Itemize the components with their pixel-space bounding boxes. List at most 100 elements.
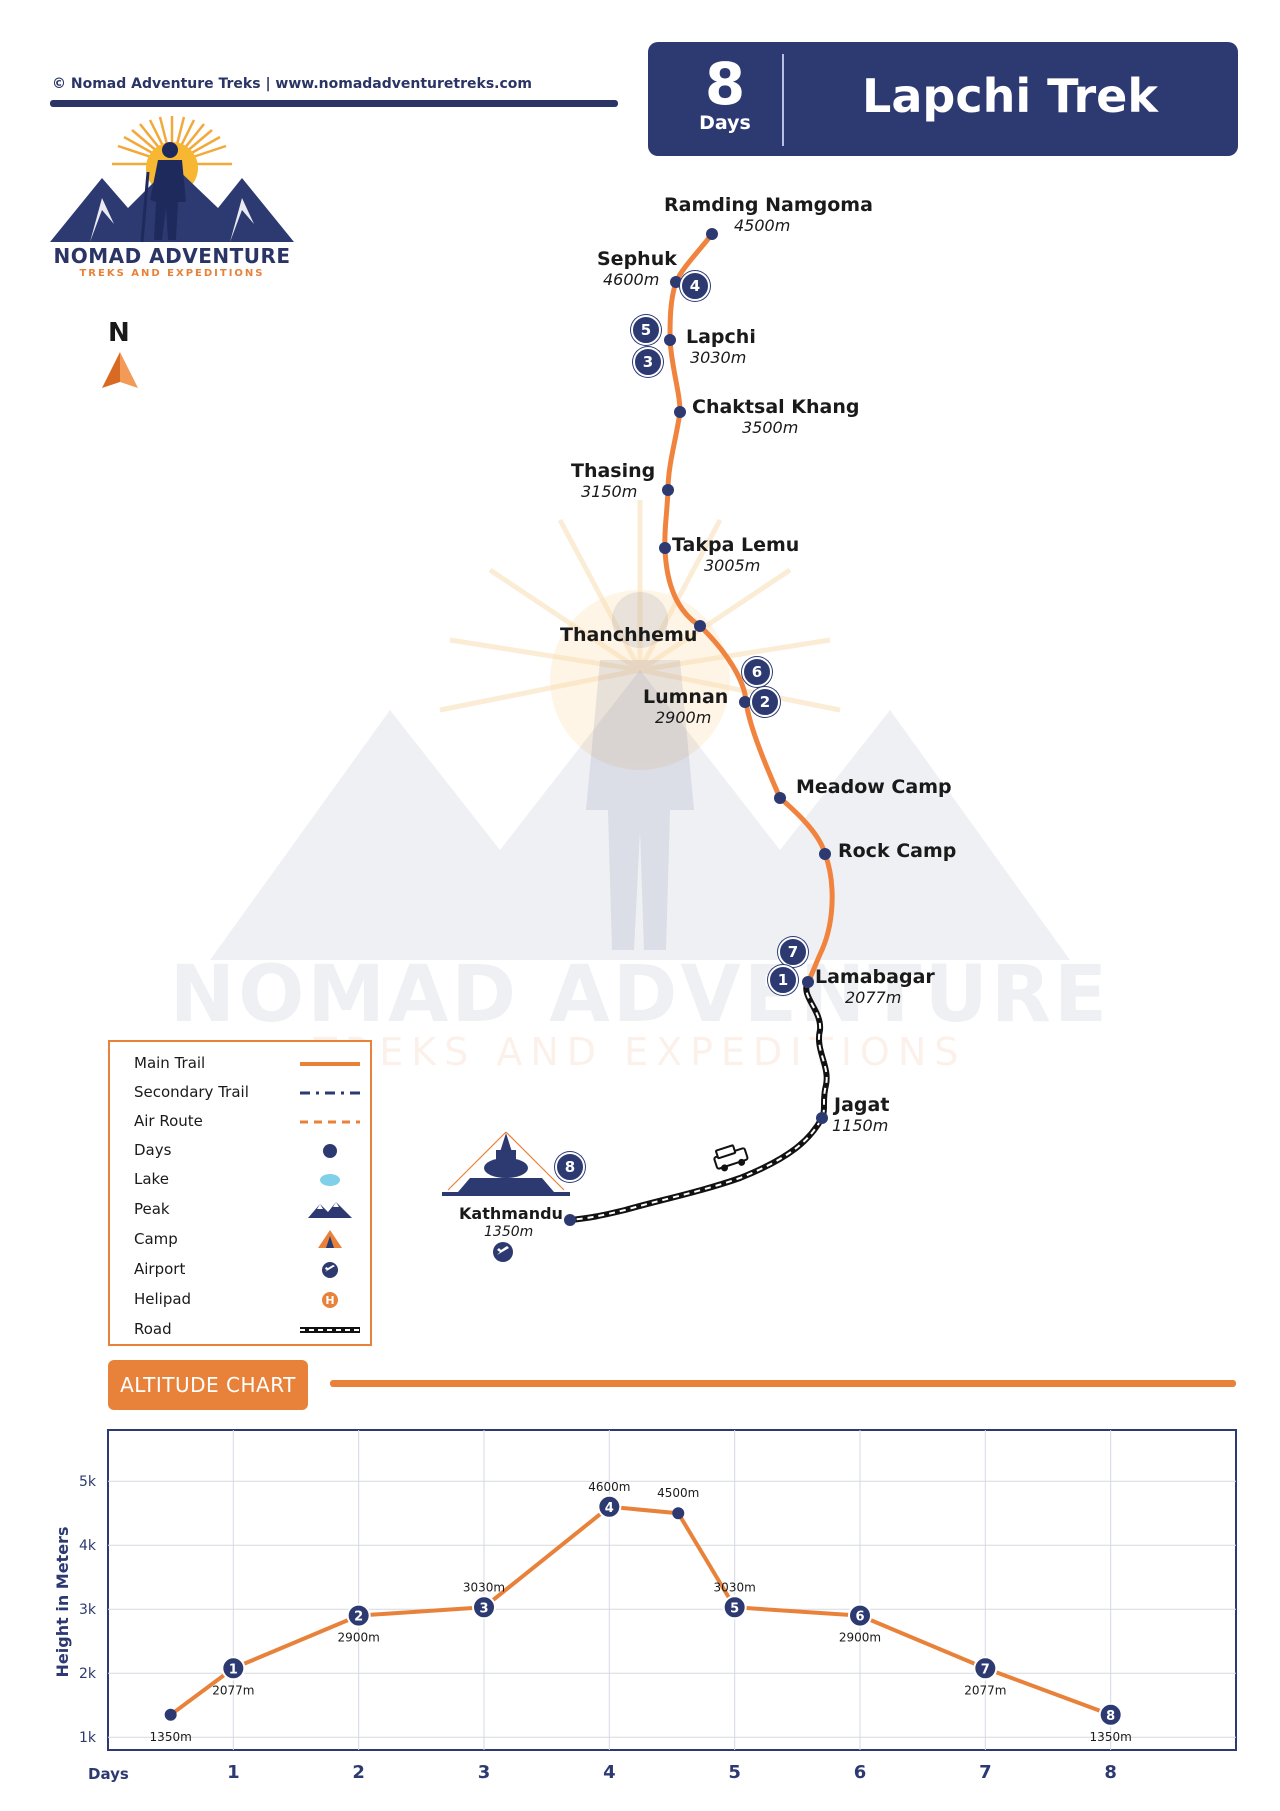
chart-day-marker bbox=[346, 1603, 371, 1628]
legend-label-main-trail: Main Trail bbox=[134, 1054, 206, 1072]
watermark-emblem bbox=[210, 500, 1070, 960]
title-divider bbox=[782, 54, 784, 146]
chart-data-label: 2077m bbox=[212, 1683, 254, 1697]
chart-day-number: 6 bbox=[855, 1610, 864, 1625]
y-tick-label: 2k bbox=[79, 1666, 97, 1682]
days-label: Days bbox=[699, 112, 751, 134]
day-dots bbox=[564, 228, 831, 1226]
day-badge-2: 2 bbox=[750, 687, 780, 717]
place-lapchi: Lapchi bbox=[686, 326, 756, 348]
chart-day-number: 7 bbox=[981, 1662, 990, 1677]
chart-day-marker bbox=[597, 1494, 622, 1519]
airport-plane-icon bbox=[322, 1262, 338, 1278]
x-tick-label: 3 bbox=[478, 1762, 491, 1783]
y-tick-label: 5k bbox=[79, 1474, 97, 1490]
logo-tagline: TREKS AND EXPEDITIONS bbox=[79, 268, 265, 279]
alt-kathmandu: 1350m bbox=[484, 1224, 534, 1240]
chart-day-number: 2 bbox=[354, 1610, 363, 1625]
north-label: N bbox=[108, 318, 130, 348]
alt-thasing: 3150m bbox=[581, 482, 638, 501]
stupa-icon bbox=[442, 1131, 570, 1196]
chart-data-label: 2900m bbox=[839, 1631, 881, 1645]
route-waypoint-dot bbox=[816, 1112, 828, 1124]
chart-day-marker bbox=[848, 1603, 872, 1628]
place-rock-camp: Rock Camp bbox=[838, 840, 957, 862]
chart-day-marker bbox=[722, 1595, 747, 1620]
legend-label-days: Days bbox=[134, 1141, 172, 1159]
alt-jagat: 1150m bbox=[832, 1116, 889, 1135]
x-tick-label: 2 bbox=[352, 1762, 365, 1783]
route-waypoint-dot bbox=[739, 696, 751, 708]
place-sephuk: Sephuk bbox=[597, 248, 677, 270]
legend-label-helipad: Helipad bbox=[134, 1290, 192, 1308]
place-ramding-namgoma: Ramding Namgoma bbox=[664, 194, 873, 216]
air-route-legend-icon bbox=[300, 1120, 360, 1124]
route-waypoint-dot bbox=[670, 276, 682, 288]
altitude-heading-rule bbox=[330, 1380, 1236, 1387]
place-takpa-lemu: Takpa Lemu bbox=[672, 534, 800, 556]
watermark-subtitle: TREKS AND EXPEDITIONS bbox=[313, 1030, 967, 1074]
chart-day-number: 1 bbox=[229, 1662, 238, 1677]
jeep-icon bbox=[713, 1144, 749, 1172]
place-thasing: Thasing bbox=[571, 460, 656, 482]
legend-label-air-route: Air Route bbox=[134, 1112, 203, 1130]
place-meadow-camp: Meadow Camp bbox=[796, 776, 952, 798]
place-lumnan: Lumnan bbox=[643, 686, 729, 708]
main-trail-legend-icon bbox=[300, 1062, 360, 1066]
legend-label-camp: Camp bbox=[134, 1230, 178, 1248]
chart-data-label: 1350m bbox=[1090, 1730, 1132, 1744]
x-tick-label: 6 bbox=[854, 1762, 867, 1783]
x-tick-label: 5 bbox=[728, 1762, 741, 1783]
chart-day-number: 3 bbox=[479, 1601, 488, 1616]
airport-plane-icon bbox=[493, 1242, 513, 1262]
chart-day-marker bbox=[973, 1656, 998, 1681]
logo-wordmark: NOMAD ADVENTURE bbox=[53, 244, 291, 268]
route-waypoint-dot bbox=[659, 542, 671, 554]
helipad-h-icon: H bbox=[322, 1292, 338, 1308]
y-axis-label: Height in Meters bbox=[53, 1527, 72, 1678]
place-thanchhemu: Thanchhemu bbox=[560, 624, 698, 646]
map-legend: Main Trail Secondary Trail Air Route Day… bbox=[108, 1040, 372, 1346]
legend-label-airport: Airport bbox=[134, 1260, 186, 1278]
chart-day-number: 4 bbox=[605, 1501, 614, 1516]
route-waypoint-dot bbox=[819, 848, 831, 860]
chart-data-label: 2900m bbox=[338, 1631, 380, 1645]
day-badge-6: 6 bbox=[742, 657, 772, 687]
chart-day-marker bbox=[472, 1595, 496, 1620]
chart-data-label: 3030m bbox=[714, 1580, 756, 1594]
alt-lapchi: 3030m bbox=[690, 348, 747, 367]
chart-day-number: 8 bbox=[1106, 1709, 1115, 1724]
altitude-chart-heading: ALTITUDE CHART bbox=[108, 1360, 308, 1410]
alt-chaktsal-khang: 3500m bbox=[742, 418, 799, 437]
x-tick-label: 8 bbox=[1104, 1762, 1117, 1783]
day-dot-legend-icon bbox=[323, 1144, 337, 1158]
route-waypoint-dot bbox=[564, 1214, 576, 1226]
chart-data-label: 3030m bbox=[463, 1580, 505, 1594]
place-jagat: Jagat bbox=[834, 1094, 890, 1116]
alt-lumnan: 2900m bbox=[655, 708, 712, 727]
route-waypoint-dot bbox=[802, 976, 814, 988]
day-badge-5: 5 bbox=[631, 315, 661, 345]
road-legend-icon bbox=[300, 1327, 360, 1333]
hiker-silhouette-icon bbox=[140, 142, 186, 243]
logo-emblem bbox=[50, 116, 294, 243]
secondary-trail-legend-icon bbox=[300, 1091, 360, 1095]
legend-label-lake: Lake bbox=[134, 1170, 169, 1188]
chart-point-dot bbox=[672, 1507, 685, 1520]
day-badge-1: 1 bbox=[768, 965, 798, 995]
chart-data-label: 2077m bbox=[964, 1683, 1006, 1697]
x-tick-label: 4 bbox=[603, 1762, 616, 1783]
svg-text:H: H bbox=[325, 1294, 334, 1307]
lake-icon bbox=[320, 1174, 340, 1186]
chart-day-marker bbox=[221, 1656, 246, 1681]
y-tick-label: 4k bbox=[79, 1538, 97, 1554]
y-tick-label: 3k bbox=[79, 1602, 97, 1618]
day-badge-7: 7 bbox=[778, 937, 808, 967]
legend-label-road: Road bbox=[134, 1320, 172, 1338]
legend-label-secondary-trail: Secondary Trail bbox=[134, 1083, 249, 1101]
chart-data-label: 1350m bbox=[150, 1730, 192, 1744]
